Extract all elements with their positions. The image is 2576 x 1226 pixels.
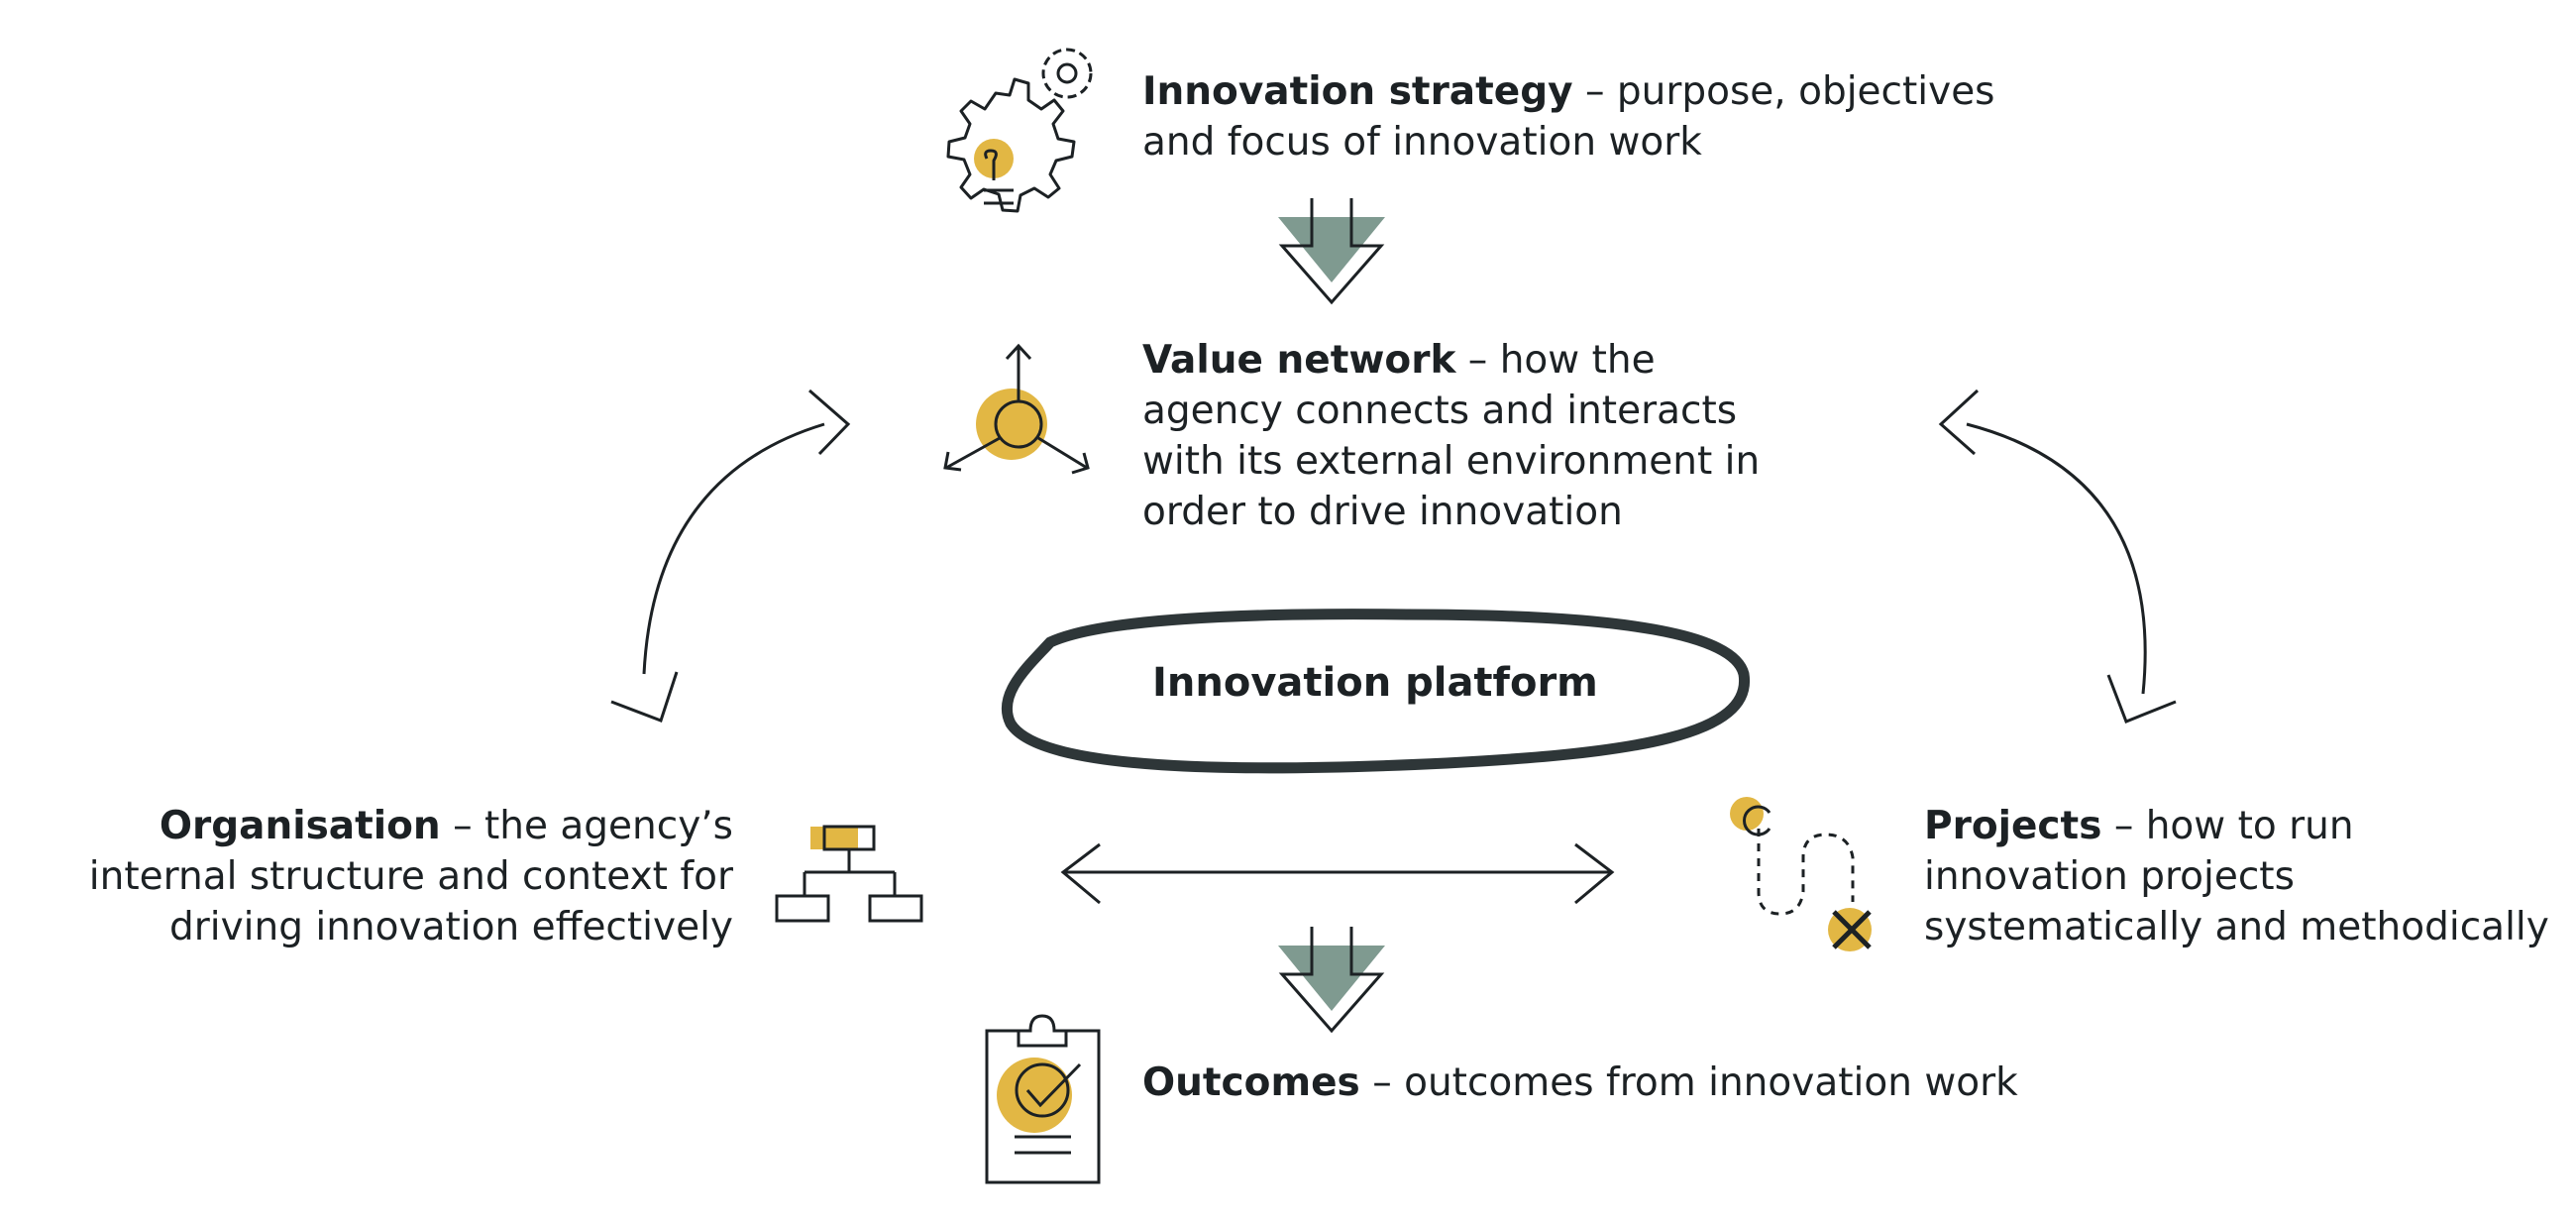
projects-text: Projects – how to run innovation project… [1924,801,2568,952]
organisation-text: Organisation – the agency’s internal str… [40,801,733,952]
strategy-desc: – purpose, objectives and focus of innov… [1142,69,1995,165]
projects-title: Projects [1924,804,2102,848]
strategy-title: Innovation strategy [1142,69,1573,114]
gear-lightbulb-icon [946,48,1093,213]
value-network-title: Value network [1142,338,1456,383]
platform-label: Innovation platform [1152,660,1598,706]
outcomes-title: Outcomes [1142,1060,1360,1105]
down-arrow-icon [1278,927,1385,1034]
value-network-text: Value network – how the agency connects … [1142,335,1796,537]
curved-arrow-left-icon [610,389,851,723]
clipboard-check-icon [985,1014,1101,1184]
value-network-desc: – how the agency connects and interacts … [1142,338,1761,534]
projects-desc: – how to run innovation projects systema… [1924,804,2549,949]
strategy-text: Innovation strategy – purpose, objective… [1142,66,2014,167]
org-chart-icon [775,825,923,923]
outcomes-text: Outcomes – outcomes from innovation work [1142,1058,2133,1108]
organisation-title: Organisation [159,804,441,848]
organisation-desc: – the agency’s internal structure and co… [88,804,733,949]
down-arrow-icon [1278,198,1385,305]
network-hub-icon [943,343,1090,475]
double-arrow-icon [1060,842,1615,905]
platform-ellipse [1001,609,1751,774]
outcomes-desc: – outcomes from innovation work [1372,1060,2018,1105]
curved-arrow-right-icon [1938,389,2177,724]
treasure-path-icon [1730,797,1872,951]
